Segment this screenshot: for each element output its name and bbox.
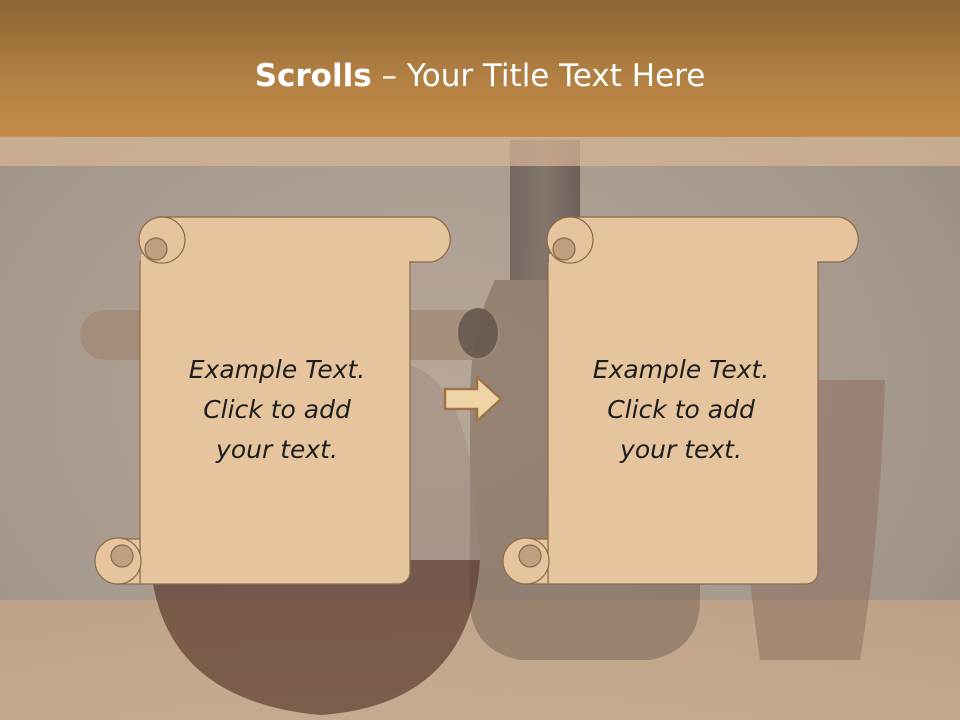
scroll-shape xyxy=(94,216,451,585)
title-bar xyxy=(0,0,960,137)
right-arrow-icon xyxy=(443,375,503,423)
scroll-card-1[interactable]: Example Text. Click to add your text. xyxy=(92,214,460,590)
scroll-text-2[interactable]: Example Text. Click to add your text. xyxy=(592,355,770,464)
title-separator: – xyxy=(371,58,407,94)
scroll-text-1[interactable]: Example Text. Click to add your text. xyxy=(188,355,366,464)
title-text: Your Title Text Here xyxy=(406,58,706,94)
slide-title[interactable]: Scrolls – Your Title Text Here xyxy=(0,52,960,100)
scroll-card-2[interactable]: Example Text. Click to add your text. xyxy=(500,214,868,590)
title-strip xyxy=(0,137,960,166)
scroll-shape xyxy=(502,216,859,585)
title-bold-part: Scrolls xyxy=(254,58,372,94)
